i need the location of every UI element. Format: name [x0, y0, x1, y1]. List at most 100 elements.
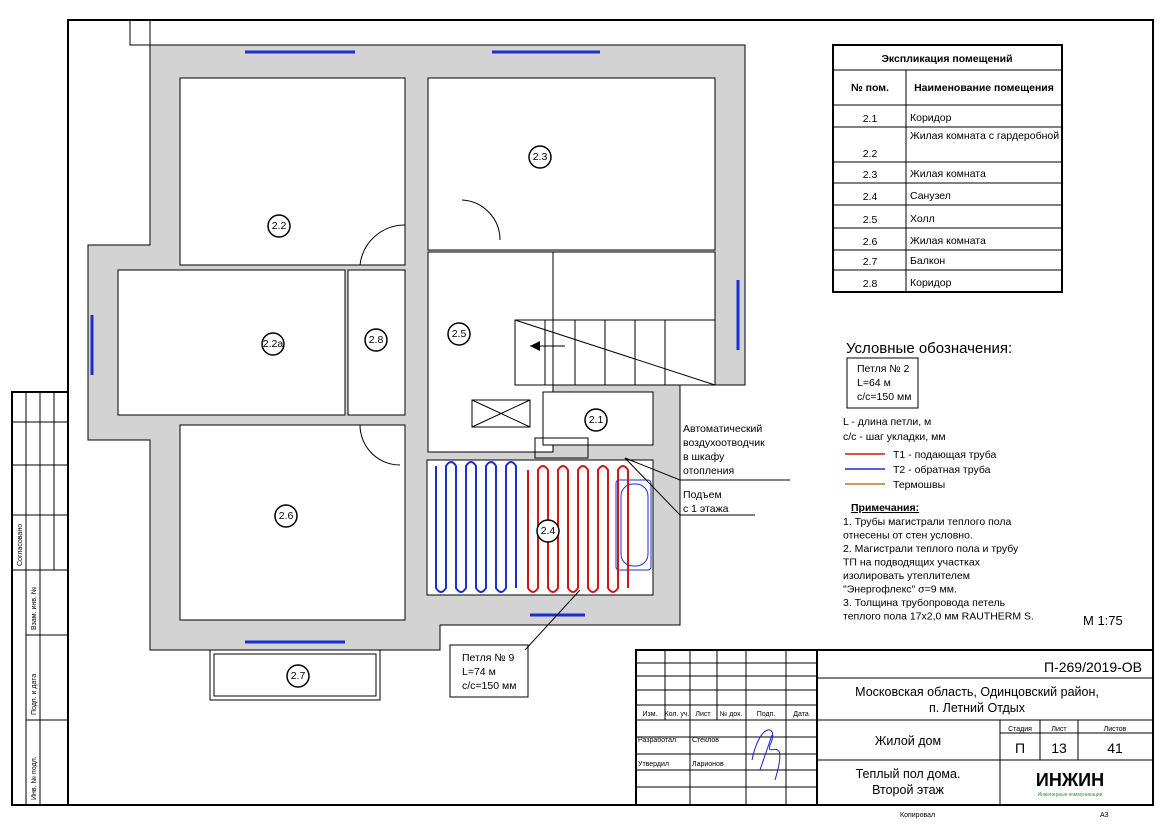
- svg-text:2.7: 2.7: [291, 670, 306, 682]
- room-2-2: [179, 77, 406, 266]
- svg-text:L=74 м: L=74 м: [462, 666, 496, 678]
- manifold-cabinet: [534, 437, 589, 459]
- staircase: [514, 319, 716, 386]
- svg-text:Стадия: Стадия: [1008, 726, 1032, 733]
- svg-text:2.3: 2.3: [863, 169, 878, 181]
- room-tag: 2.3: [528, 145, 552, 169]
- svg-text:Второй этаж: Второй этаж: [872, 783, 944, 797]
- table-title: Экспликация помещений: [881, 53, 1012, 65]
- svg-text:Инженерные коммуникации: Инженерные коммуникации: [1038, 792, 1103, 798]
- svg-text:c/c - шаг укладки, мм: c/c - шаг укладки, мм: [843, 431, 946, 443]
- inv-orig-label: Инв. № подл.: [31, 756, 38, 800]
- col-name-header: Наименование помещения: [914, 82, 1054, 94]
- approved-label: Утвердил: [638, 761, 669, 768]
- inv-replace-label: Взам. инв. №: [31, 587, 38, 630]
- note-line: теплого пола 17х2,0 мм RAUTHERM S.: [843, 611, 1034, 623]
- riser-callout: Подъем с 1 этажа: [683, 489, 729, 515]
- svg-text:А3: А3: [1100, 812, 1109, 819]
- legend: Условные обозначения: Петля № 2 L=64 м c…: [843, 340, 1123, 628]
- svg-text:Листов: Листов: [1104, 726, 1127, 733]
- svg-text:в шкафу: в шкафу: [683, 451, 725, 463]
- approved-name: Ларионов: [692, 761, 724, 768]
- svg-text:Петля № 9: Петля № 9: [462, 652, 515, 664]
- svg-text:Подп.: Подп.: [757, 711, 776, 718]
- stage-value: П: [1015, 740, 1025, 756]
- room-2-6: [179, 424, 406, 621]
- room-tag: 2.8: [364, 328, 388, 352]
- supply-loop: [527, 465, 629, 593]
- svg-text:2.6: 2.6: [863, 236, 878, 248]
- room-tag: 2.5: [447, 322, 471, 346]
- svg-text:c/c=150 мм: c/c=150 мм: [462, 680, 516, 692]
- scale-label: М 1:75: [1083, 613, 1123, 628]
- table-row: 2.8 Коридор: [863, 277, 952, 290]
- stair: [552, 251, 716, 386]
- svg-text:Теплый пол дома.: Теплый пол дома.: [856, 767, 961, 781]
- note-line: отнесены от стен условно.: [843, 530, 973, 542]
- sheets-value: 41: [1107, 740, 1123, 756]
- air-vent-callout: Автоматический воздухоотводчик в шкафу о…: [683, 423, 765, 477]
- signature: [751, 729, 781, 781]
- sign-date-label: Подп. и дата: [31, 674, 38, 715]
- svg-text:Примечания:: Примечания:: [851, 502, 919, 514]
- note-line: ТП на подводящих участках: [843, 557, 981, 569]
- svg-text:Подъем: Подъем: [683, 489, 722, 501]
- svg-text:Лист: Лист: [1051, 726, 1067, 733]
- svg-text:Дата: Дата: [793, 711, 809, 718]
- legend-entry: Термошвы: [845, 479, 945, 491]
- svg-text:п. Летний Отдых: п. Летний Отдых: [929, 701, 1026, 715]
- svg-text:Кол. уч.: Кол. уч.: [665, 711, 690, 718]
- developed-name: Стеклов: [692, 737, 719, 744]
- svg-text:Изм.: Изм.: [643, 711, 658, 718]
- note-line: 3. Толщина трубопровода петель: [843, 597, 1006, 609]
- room-tag: 2.6: [274, 504, 298, 528]
- svg-text:2.8: 2.8: [369, 334, 384, 346]
- agreed-label: Согласовано: [17, 524, 24, 566]
- svg-text:Условные обозначения:: Условные обозначения:: [846, 340, 1012, 357]
- svg-text:2.1: 2.1: [863, 113, 878, 125]
- explication-table: Экспликация помещений № пом. Наименовани…: [832, 44, 1063, 293]
- legend-entry: T2 - обратная труба: [845, 464, 991, 476]
- svg-text:2.8: 2.8: [863, 278, 878, 290]
- object-name: Жилой дом: [875, 734, 941, 748]
- ventilation-shaft: [471, 399, 531, 428]
- svg-text:с 1 этажа: с 1 этажа: [683, 503, 729, 515]
- room-2-2a: [117, 269, 346, 416]
- svg-text:2.4: 2.4: [541, 525, 556, 537]
- svg-text:Термошвы: Термошвы: [893, 479, 945, 491]
- svg-text:Коридор: Коридор: [910, 277, 952, 289]
- company-logo: ИНЖИН: [1036, 770, 1104, 790]
- svg-text:L - длина петли, м: L - длина петли, м: [843, 416, 931, 428]
- note-line: изолировать утеплителем: [843, 570, 970, 582]
- svg-text:воздухоотводчик: воздухоотводчик: [683, 437, 765, 449]
- svg-text:2.7: 2.7: [863, 256, 878, 268]
- svg-text:2.5: 2.5: [863, 214, 878, 226]
- svg-text:2.3: 2.3: [533, 151, 548, 163]
- sheet-value: 13: [1051, 740, 1067, 756]
- note-line: "Энергофлекс" σ=9 мм.: [843, 584, 957, 596]
- table-row: 2.5 Холл: [863, 213, 935, 226]
- svg-text:Московская область, Одинцовски: Московская область, Одинцовский район,: [855, 685, 1099, 699]
- svg-text:2.5: 2.5: [452, 328, 467, 340]
- loop-9-box: Петля № 9 L=74 м c/c=150 мм: [449, 644, 529, 698]
- svg-text:T2 - обратная труба: T2 - обратная труба: [893, 464, 991, 476]
- svg-text:Жилая комната с гардеробной: Жилая комната с гардеробной: [910, 130, 1059, 142]
- svg-text:Холл: Холл: [910, 213, 935, 225]
- svg-text:отопления: отопления: [683, 465, 734, 477]
- svg-text:L=64 м: L=64 м: [857, 377, 891, 389]
- svg-text:2.4: 2.4: [863, 191, 878, 203]
- svg-text:Копировал: Копировал: [900, 812, 935, 819]
- return-loop: [435, 461, 517, 593]
- svg-text:Лист: Лист: [695, 711, 711, 718]
- room-tag: 2.1: [584, 408, 608, 432]
- side-stamp: Согласовано Взам. инв. № Подп. и дата Ин…: [11, 391, 69, 806]
- svg-text:Автоматический: Автоматический: [683, 423, 762, 435]
- svg-text:2.6: 2.6: [279, 510, 294, 522]
